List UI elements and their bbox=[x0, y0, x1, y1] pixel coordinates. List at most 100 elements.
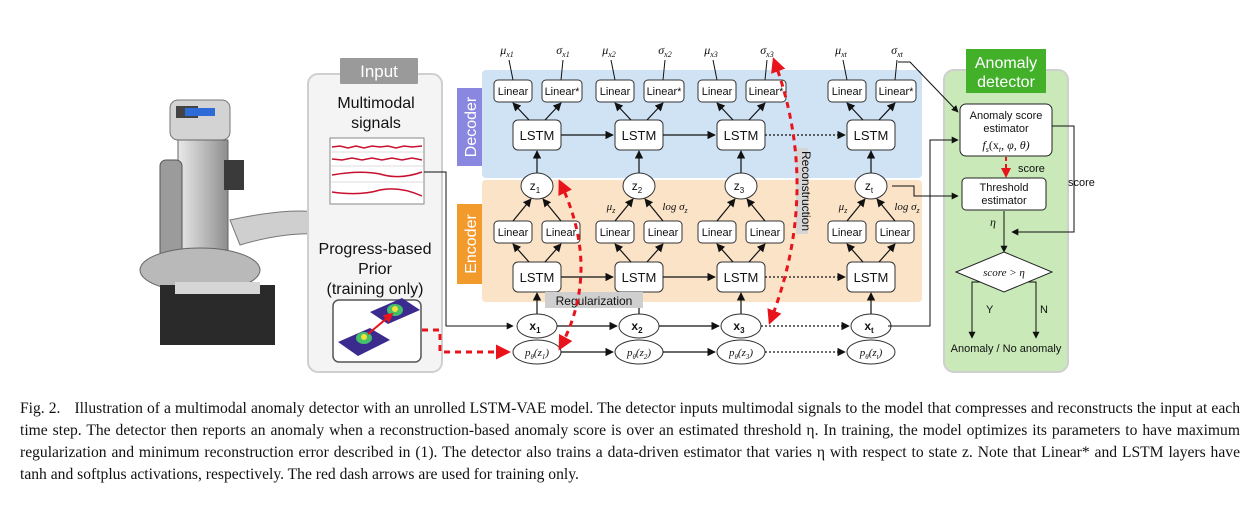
encoder-lstm-to-linear-arrow bbox=[614, 243, 632, 263]
prior-label: pθ(zt) bbox=[859, 347, 883, 361]
decoder-linear-label: Linear bbox=[600, 86, 631, 98]
decoder-linear-star-label: Linear* bbox=[749, 86, 785, 98]
lstm-to-linear-star-arrow bbox=[544, 102, 562, 121]
encoder-linear-label: Linear bbox=[600, 227, 631, 239]
sigma-line bbox=[662, 59, 666, 81]
sigma-line bbox=[560, 59, 564, 81]
prior-plot-thumbnail bbox=[332, 298, 422, 363]
encoder-lstm-to-linear-arrow bbox=[878, 243, 896, 263]
score-formula: fs(xt, φ, θ) bbox=[982, 138, 1029, 154]
detector-title-line2: detector bbox=[977, 74, 1035, 91]
encoder-log-sigma-label: log σz bbox=[894, 201, 920, 215]
decoder-mu-label: μx1 bbox=[499, 43, 514, 59]
decoder-sigma-label: σx3 bbox=[760, 43, 773, 59]
threshold-estimator-box bbox=[961, 177, 1047, 211]
lstm-to-linear-star-arrow bbox=[748, 102, 766, 121]
caption-text: Illustration of a multimodal anomaly det… bbox=[20, 400, 1240, 483]
mu-line bbox=[842, 59, 848, 81]
decoder-lstm-label: LSTM bbox=[854, 128, 889, 143]
decoder-lstm-label: LSTM bbox=[520, 128, 555, 143]
xt-to-score-arrow bbox=[888, 136, 959, 327]
decoder-sigma-label: σx2 bbox=[658, 43, 671, 59]
mu-line bbox=[508, 59, 514, 81]
no-label: N bbox=[1040, 304, 1048, 316]
encoder-lstm-label: LSTM bbox=[724, 270, 759, 285]
linear-to-z-arrow bbox=[542, 198, 562, 222]
reconstruction-arrow bbox=[767, 57, 799, 325]
encoder-linear-label: Linear bbox=[498, 227, 529, 239]
encoder-label: Encoder bbox=[463, 214, 480, 274]
encoder-lstm-to-linear-arrow bbox=[512, 243, 530, 263]
decoder-linear-box bbox=[493, 79, 533, 103]
prior-label: pθ(z3) bbox=[728, 347, 753, 361]
decoder-mu-label: μx3 bbox=[703, 43, 718, 59]
lstm-to-linear-star-arrow bbox=[646, 102, 664, 121]
reconstruction-label: Reconstruction bbox=[799, 151, 813, 231]
encoder-linear-label: Linear bbox=[832, 227, 863, 239]
decision-label: score > η bbox=[983, 267, 1025, 279]
input-x-label: x1 bbox=[529, 319, 541, 335]
encoder-lstm-to-linear-arrow bbox=[716, 243, 734, 263]
mu-line bbox=[712, 59, 718, 81]
encoder-mu-z-label: μz bbox=[606, 201, 617, 215]
linear-to-z-arrow bbox=[512, 198, 532, 222]
linear-to-z-arrow bbox=[644, 198, 664, 222]
mu-line bbox=[610, 59, 616, 81]
decoder-linear-star-box bbox=[541, 79, 583, 103]
linear-to-z-arrow bbox=[876, 198, 896, 222]
progress-prior-line3: (training only) bbox=[327, 281, 424, 298]
encoder-lstm-to-linear-arrow bbox=[748, 243, 766, 263]
decoder-mu-label: μxt bbox=[834, 43, 848, 59]
encoder-linear-label: Linear bbox=[880, 227, 911, 239]
decoder-label: Decoder bbox=[463, 96, 480, 157]
caption-label: Fig. 2. bbox=[20, 400, 61, 417]
figure: Input Multimodal signals Progress-based … bbox=[139, 43, 1095, 373]
threshold-estimator-line2: estimator bbox=[981, 195, 1027, 207]
lstm-to-linear-arrow bbox=[846, 102, 864, 121]
detector-title-line1: Anomaly bbox=[975, 55, 1037, 72]
decoder-linear-star-box bbox=[643, 79, 685, 103]
z1-regularization-arrow bbox=[558, 179, 583, 351]
signal-to-x1-arrow bbox=[424, 171, 514, 330]
score-label-outer: score bbox=[1068, 177, 1095, 189]
detector-title-bg bbox=[966, 49, 1046, 93]
linear-to-z-arrow bbox=[716, 198, 736, 222]
prior-label: pθ(z2) bbox=[626, 347, 651, 361]
encoder-linear-label: Linear bbox=[546, 227, 577, 239]
encoder-lstm-label: LSTM bbox=[622, 270, 657, 285]
input-x-label: xt bbox=[864, 319, 874, 335]
score-label-inner: score bbox=[1018, 163, 1045, 175]
progress-prior-line2: Prior bbox=[358, 261, 392, 278]
decoder-linear-label: Linear bbox=[498, 86, 529, 98]
latent-z-label: zt bbox=[865, 179, 874, 195]
linear-to-z-arrow bbox=[614, 198, 634, 222]
score-estimator-line1: Anomaly score bbox=[970, 110, 1043, 122]
sigma-line bbox=[894, 59, 898, 81]
input-title: Input bbox=[360, 62, 398, 81]
decoder-lstm-box bbox=[846, 119, 896, 151]
lstm-to-linear-star-arrow bbox=[878, 102, 896, 121]
input-x-label: x2 bbox=[631, 319, 643, 335]
decoder-linear-label: Linear bbox=[702, 86, 733, 98]
score-estimator-box bbox=[959, 103, 1053, 157]
eta-label: η bbox=[990, 215, 996, 229]
encoder-mu-z-label: μz bbox=[838, 201, 849, 215]
multimodal-signals-line1: Multimodal bbox=[337, 95, 414, 112]
decoder-tag bbox=[457, 88, 482, 166]
encoder-log-sigma-label: log σz bbox=[662, 201, 688, 215]
yes-label: Y bbox=[986, 304, 994, 316]
training-arrows bbox=[422, 57, 799, 360]
zt-to-threshold-arrow bbox=[892, 185, 959, 200]
encoder-linear-label: Linear bbox=[702, 227, 733, 239]
decoder-linear-star-label: Linear* bbox=[647, 86, 683, 98]
input-x-label: x3 bbox=[733, 319, 745, 335]
encoder-lstm-label: LSTM bbox=[854, 270, 889, 285]
result-label: Anomaly / No anomaly bbox=[951, 343, 1062, 355]
lstm-to-linear-arrow bbox=[614, 102, 632, 121]
sigma-line bbox=[764, 59, 768, 81]
diagram-svg: Input Multimodal signals Progress-based … bbox=[139, 43, 1095, 373]
signal-plot bbox=[329, 137, 425, 205]
decoder-linear-label: Linear bbox=[832, 86, 863, 98]
input-title-bg bbox=[340, 58, 418, 84]
regularization-label: Regularization bbox=[556, 294, 633, 308]
